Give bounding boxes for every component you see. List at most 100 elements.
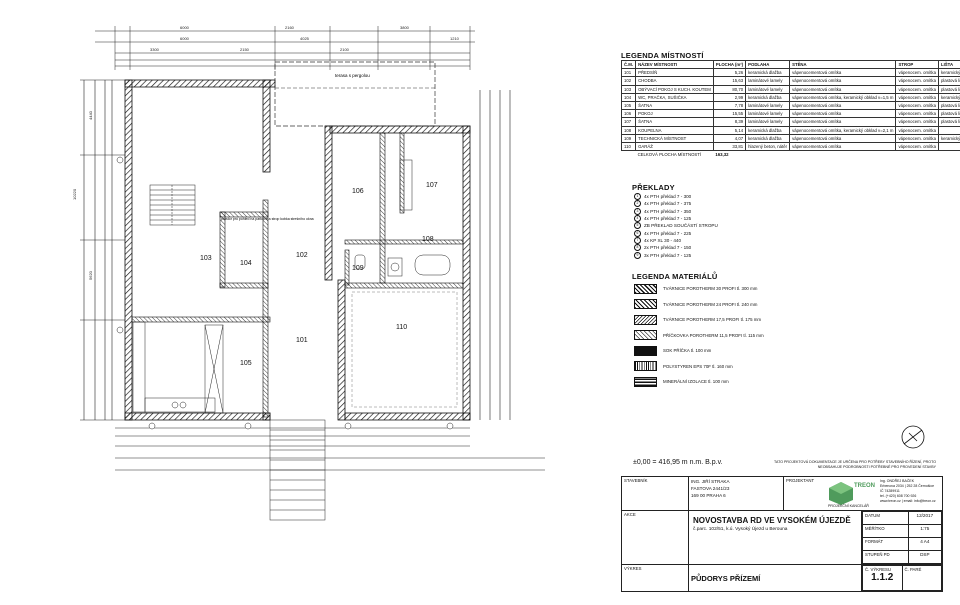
svg-text:4440: 4440 (88, 110, 93, 120)
terrace-note: terasa s pergolou (335, 73, 370, 78)
material-item: POLYSTYREN EPS 70F tl. 160 mm (634, 359, 764, 375)
right-dimension-lines (479, 90, 511, 420)
lintel-number-icon: 3 (634, 207, 641, 215)
lintel-number-icon: 9 (634, 251, 641, 259)
room-label-102: 102 (296, 252, 308, 259)
room-legend-title: LEGENDA MÍSTNOSTÍ (621, 51, 704, 60)
drawing-label: VÝKRES (624, 566, 642, 571)
material-item: SOK PŘÍČKA tl. 100 mm (634, 343, 764, 359)
investor-line: FASTOVA 2441/23 (691, 486, 730, 491)
room-legend-table: Č.M. NÁZEV MÍSTNOSTI PLOCHA (m²) PODLAHA… (620, 59, 960, 158)
copy-label: Č. PARÉ (904, 567, 922, 572)
svg-text:6000: 6000 (180, 36, 190, 41)
material-swatch-icon (634, 361, 657, 372)
room-legend-header-row: Č.M. NÁZEV MÍSTNOSTI PLOCHA (m²) PODLAHA… (620, 59, 960, 70)
material-swatch-icon (634, 283, 657, 294)
room-label-109: 109 (352, 265, 364, 272)
svg-text:1210: 1210 (450, 36, 460, 41)
room-labels: 103 104 102 105 101 106 107 108 109 110 (200, 182, 438, 367)
svg-text:4025: 4025 (300, 36, 310, 41)
room-label-108: 108 (422, 236, 434, 243)
room-label-103: 103 (200, 255, 212, 262)
action-label: AKCE (624, 512, 636, 517)
designer-label: PROJEKTANT (786, 478, 815, 483)
room-label-107: 107 (426, 182, 438, 189)
left-dimension-lines (80, 79, 125, 421)
level-note: ±0,00 = 416,95 m n.m. B.p.v. (633, 459, 723, 466)
drawing-name: PŮDORYS PŘÍZEMÍ (691, 573, 761, 583)
investor-line: 169 00 PRAHA 6 (691, 493, 726, 498)
room-label-105: 105 (240, 360, 252, 367)
svg-text:5620: 5620 (88, 270, 93, 280)
bathroom-fixtures (354, 159, 451, 277)
kitchen-counter (132, 321, 216, 413)
lintels-title: PŘEKLADY (632, 183, 675, 192)
material-item: TVÁRNICE POROTHERM 17,5 PROFI tl. 175 mm (634, 312, 764, 328)
lintel-number-icon: 8 (634, 244, 641, 252)
document-note: TATO PROJEKTOVÁ DOKUMENTACE JE URČENA PR… (774, 460, 936, 469)
sheet-number: 1.1.2 (871, 572, 894, 583)
investor-line: ING. JIŘÍ STRAKA (691, 479, 730, 484)
svg-text:3800: 3800 (400, 25, 410, 30)
office-caption: PROJEKČNÍ KANCELÁŘ (828, 504, 869, 508)
exterior-walls (124, 79, 471, 421)
investor-label: STAVEBNÍK (624, 478, 648, 483)
sheet-label: Č. VÝKRESU (865, 567, 892, 572)
treon-logo-icon (829, 482, 853, 505)
top-dimension-lines (95, 26, 475, 70)
material-swatch-icon (634, 330, 657, 341)
material-swatch-icon (634, 314, 657, 325)
svg-text:2160: 2160 (285, 25, 295, 30)
project-name: NOVOSTAVBA RD VE VYSOKÉM ÚJEZDĚ (693, 516, 851, 525)
lintel-number-icon: 1 (634, 193, 641, 201)
office-details: Ing. ONDŘEJ BAČEK Erbenova 2034 | 252 28… (880, 479, 936, 503)
material-swatch-icon (634, 345, 657, 356)
svg-text:2100: 2100 (340, 47, 350, 52)
title-block: STAVEBNÍK ING. JIŘÍ STRAKA FASTOVA 2441/… (621, 476, 943, 592)
lintel-number-icon: 6 (634, 229, 641, 237)
room-label-101: 101 (296, 337, 308, 344)
office-name: TREON (854, 483, 875, 489)
wardrobe-105 (204, 324, 224, 414)
staircase (149, 184, 196, 226)
materials-list: TVÁRNICE POROTHERM 30 PROFI tl. 300 mm TV… (634, 281, 764, 390)
ceiling-note: prostor pro pohled na parkové a strop ko… (221, 217, 314, 221)
room-legend-total-row: CELKOVÁ PLOCHA MÍSTNOSTÍ 163,32 (637, 152, 729, 158)
svg-text:2150: 2150 (240, 47, 250, 52)
project-subtitle: č.parc. 102/51, k.ú. Vysoký Újezd u Bero… (693, 527, 788, 532)
interior-walls (131, 132, 464, 418)
lintel-number-icon: 2 (634, 200, 641, 208)
lintel-number-icon: 7 (634, 236, 641, 244)
entry-steps (269, 419, 326, 521)
material-item: TVÁRNICE POROTHERM 30 PROFI tl. 300 mm (634, 281, 764, 297)
material-swatch-icon (634, 376, 657, 387)
material-item: PŘÍČKOVKA POROTHERM 11,5 PROFI tl. 115 m… (634, 328, 764, 344)
room-label-110: 110 (396, 324, 407, 331)
lintel-number-icon: 5 (634, 222, 641, 230)
room-label-106: 106 (352, 188, 364, 195)
lintel-number-icon: 4 (634, 215, 641, 223)
north-arrow-icon (901, 425, 925, 449)
svg-text:6000: 6000 (180, 25, 190, 30)
